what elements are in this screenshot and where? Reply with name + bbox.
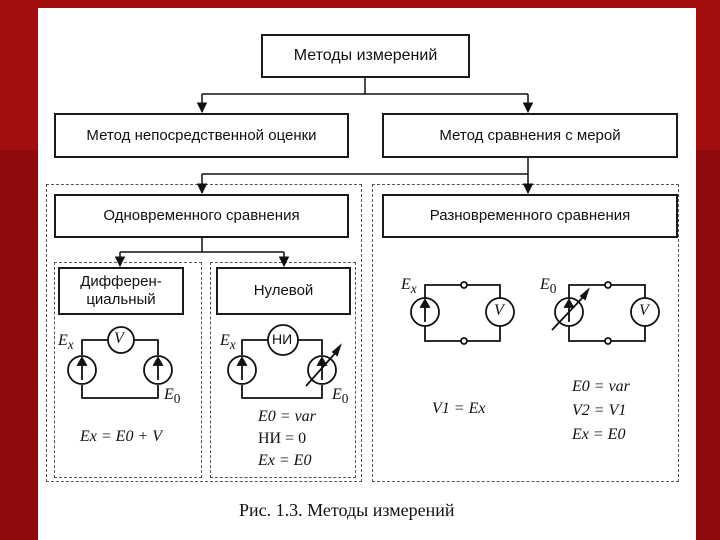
root-label: Методы измерений (293, 47, 438, 64)
direct-method-label: Метод непосредственной оценки (86, 126, 317, 144)
diff-e0-label: E0 (164, 386, 181, 407)
ns1-formula: V1 = Ex (432, 400, 486, 417)
null-formula-2: НИ = 0 (258, 430, 307, 447)
diff-formula: Ex = E0 + V (80, 428, 163, 445)
simultaneous-label: Одновременного сравнения (103, 207, 300, 224)
ns1-ex-label: Ex (401, 276, 417, 297)
root-box: Методы измерений (261, 34, 470, 78)
null-label: Нулевой (253, 282, 314, 299)
direct-method-box: Метод непосредственной оценки (54, 113, 349, 158)
diff-ex-label: Ex (58, 332, 74, 353)
ns2-meter-label: V (639, 302, 649, 319)
null-box: Нулевой (216, 267, 351, 315)
figure-caption: Рис. 1.3. Методы измерений (239, 500, 455, 520)
diff-meter-label: V (114, 330, 124, 347)
null-formula-1: E0 = var (258, 408, 316, 425)
differential-box: Дифферен- циальный (58, 267, 184, 315)
nonsimultaneous-label: Разновременного сравнения (429, 207, 631, 224)
differential-label: Дифферен- циальный (80, 273, 162, 308)
comparison-method-label: Метод сравнения с мерой (439, 126, 621, 144)
comparison-method-box: Метод сравнения с мерой (382, 113, 678, 158)
ns2-e0-label: E0 (540, 276, 557, 297)
differential-frame (54, 262, 202, 478)
ns1-meter-label: V (494, 302, 504, 319)
nonsimultaneous-box: Разновременного сравнения (382, 194, 678, 238)
null-e0-label: E0 (332, 386, 349, 407)
ns2-formula-3: Ex = E0 (572, 426, 626, 443)
ns2-formula-2: V2 = V1 (572, 402, 627, 419)
null-ex-label: Ex (220, 332, 236, 353)
null-indicator-label: НИ (272, 331, 293, 347)
ns2-formula-1: E0 = var (572, 378, 630, 395)
simultaneous-box: Одновременного сравнения (54, 194, 349, 238)
null-formula-3: Ex = E0 (258, 452, 312, 469)
